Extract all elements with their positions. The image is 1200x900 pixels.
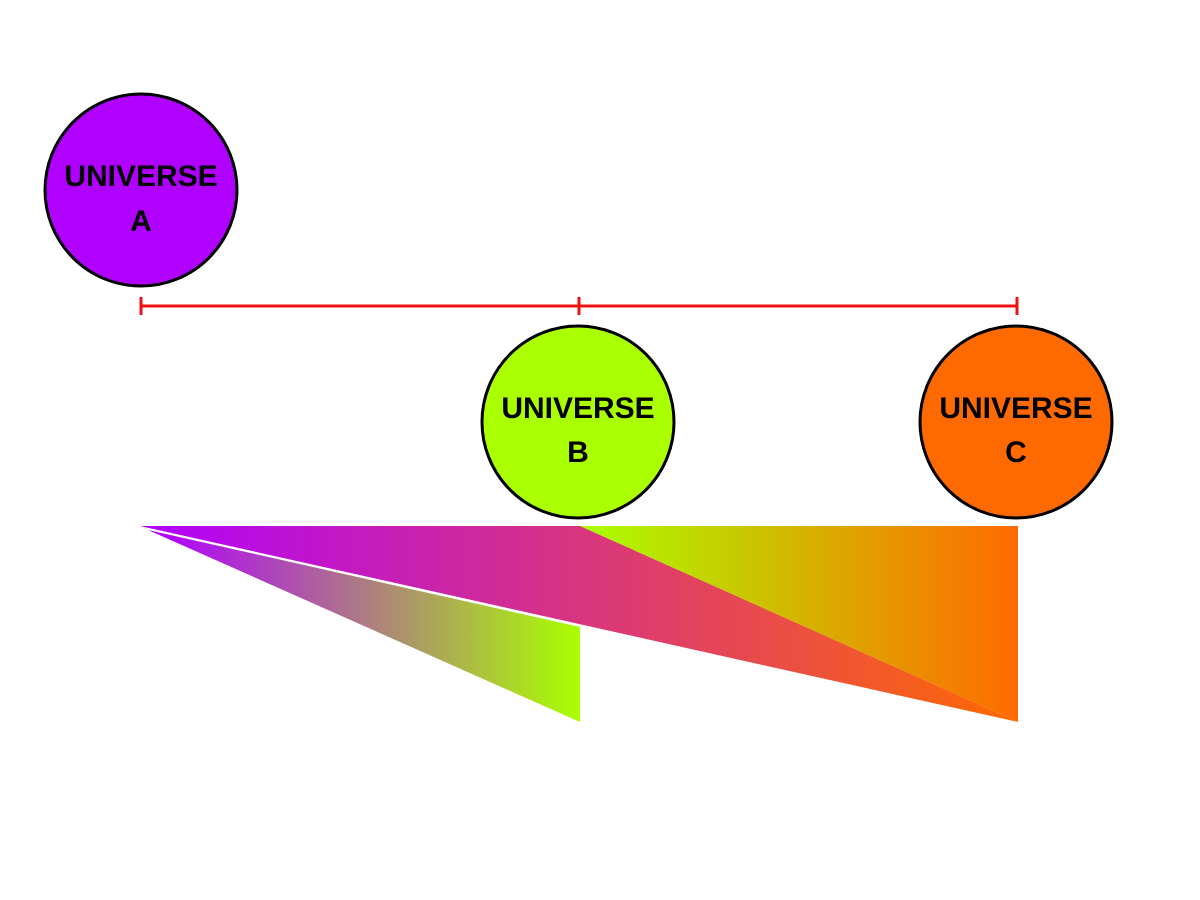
wedge-a-to-c: [140, 526, 1018, 722]
universe-b-circle: [480, 324, 676, 520]
universe-b-label-line1: UNIVERSE: [501, 392, 654, 425]
universe-b-node: UNIVERSE B: [480, 324, 676, 520]
branch-wedges: [140, 526, 1018, 722]
universe-a-node: UNIVERSE A: [43, 92, 239, 288]
timeline: [139, 297, 1019, 315]
universe-a-circle: [43, 92, 239, 288]
universe-c-circle: [918, 324, 1114, 520]
universe-a-label-line2: A: [130, 205, 152, 238]
universe-a-label-line1: UNIVERSE: [64, 160, 217, 193]
wedge-b-to-c: [580, 526, 1018, 722]
wedge-a-to-b: [148, 530, 580, 722]
universe-c-node: UNIVERSE C: [918, 324, 1114, 520]
universe-c-label-line1: UNIVERSE: [939, 392, 1092, 425]
universe-c-label-line2: C: [1005, 436, 1027, 469]
universe-b-label-line2: B: [567, 436, 589, 469]
